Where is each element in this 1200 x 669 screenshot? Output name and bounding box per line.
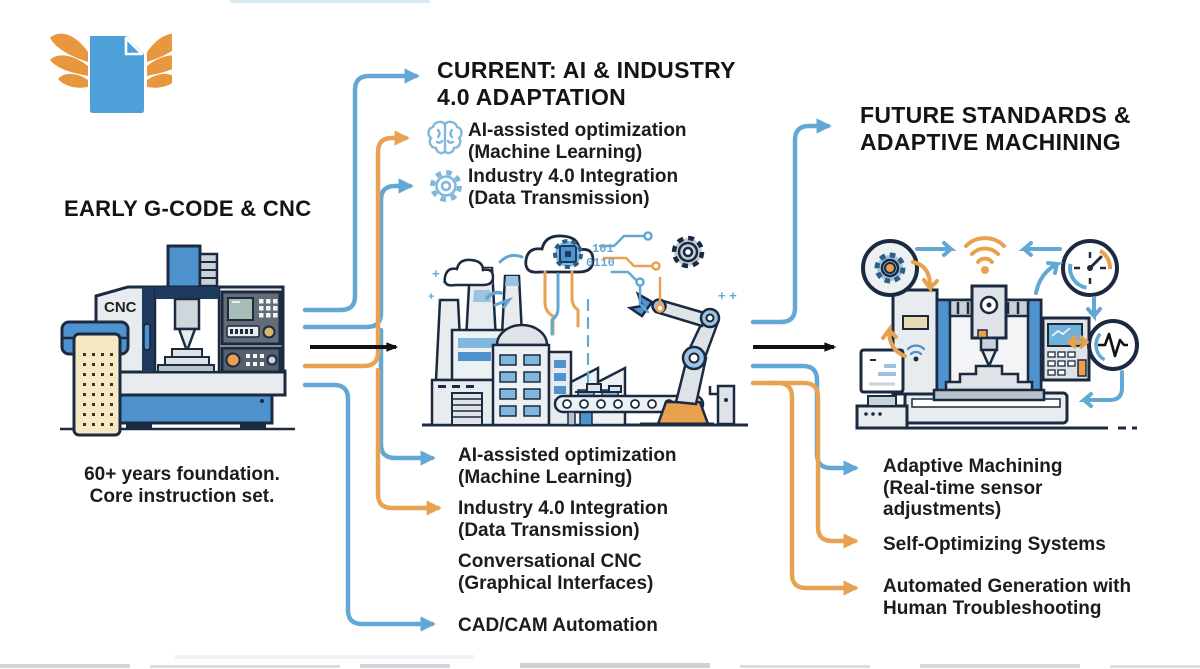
circuit-traces [543, 231, 665, 384]
machine-pedestal [118, 393, 274, 425]
wifi-dot [981, 266, 989, 274]
caption-line: 60+ years foundation. [84, 464, 280, 485]
arrow-to-automated-generation [750, 380, 859, 596]
cnc-label: CNC [104, 299, 137, 316]
top-edge-artifact [230, 0, 430, 3]
current-bottom-item-3: Conversational CNC (Graphical Interfaces… [458, 551, 653, 594]
svg-text:+ +: + + [718, 288, 737, 303]
smart-factory-illustration: + + . [422, 231, 748, 427]
document-icon [90, 36, 144, 113]
brain-icon [427, 120, 463, 155]
item-line: CAD/CAM Automation [458, 615, 658, 636]
robot-arm [626, 291, 736, 426]
arrow-early-to-current-heading [302, 68, 420, 313]
spindle-tower [166, 244, 202, 292]
gear-icon [430, 170, 462, 202]
current-top-item-1: AI-assisted optimization (Machine Learni… [468, 120, 687, 163]
item-line: Adaptive Machining [883, 456, 1063, 477]
arrow-to-future-heading [750, 118, 832, 325]
arrow-to-cadcam [302, 382, 436, 632]
future-item-1: Adaptive Machining (Real-time sensor adj… [883, 456, 1062, 521]
punched-tape [60, 320, 130, 437]
caption-line: Core instruction set. [89, 485, 275, 507]
control-panel [220, 290, 282, 374]
item-line: (Real-time sensor [883, 477, 1043, 499]
future-heading: FUTURE STANDARDS & ADAPTIVE MACHINING [860, 102, 1131, 156]
item-line: (Machine Learning) [458, 466, 633, 488]
future-item-3: Automated Generation with Human Troubles… [883, 576, 1131, 619]
future-heading-line2: ADAPTIVE MACHINING [860, 129, 1121, 155]
early-caption: 60+ years foundation. Core instruction s… [58, 464, 306, 507]
cloud-gear-icon [524, 234, 595, 274]
workpiece [944, 364, 1034, 392]
wing-left [50, 33, 88, 88]
gear-badge-icon [861, 239, 919, 297]
adaptive-machining-illustration [855, 236, 1139, 430]
arrow-to-industry40-top [302, 178, 414, 330]
spindle [173, 297, 201, 331]
dome [495, 323, 549, 347]
gauge-icon [1061, 239, 1119, 297]
wing-right [147, 33, 172, 88]
wifi-icon [906, 344, 926, 356]
cnc-machine-illustration: CNC [60, 244, 295, 437]
svg-text:+ .: + . [428, 291, 441, 303]
current-bottom-item-4: CAD/CAM Automation [458, 615, 658, 637]
cloud-icon [443, 258, 495, 287]
item-line: Conversational CNC [458, 551, 642, 572]
item-line: Self-Optimizing Systems [883, 534, 1106, 555]
current-bottom-item-2: Industry 4.0 Integration (Data Transmiss… [458, 498, 668, 541]
wifi-signal-icon [964, 236, 1006, 264]
item-line: Industry 4.0 Integration [468, 166, 679, 187]
binary-text: 0110 [586, 256, 615, 270]
workpiece [164, 348, 210, 366]
flow-arrows [881, 241, 1124, 408]
current-heading-line1: CURRENT: AI & INDUSTRY [437, 57, 736, 83]
machine-base [110, 369, 287, 397]
arrow-to-adaptive-machining [750, 363, 859, 476]
item-line: Human Troubleshooting [883, 597, 1102, 619]
item-line: (Data Transmission) [458, 519, 640, 541]
computer-terminal [855, 348, 909, 430]
gear-icon [671, 235, 705, 269]
item-line: (Graphical Interfaces) [458, 572, 654, 594]
current-bottom-item-1: AI-assisted optimization (Machine Learni… [458, 445, 677, 488]
item-line: AI-assisted optimization [458, 445, 677, 466]
arrow-to-ai-optimization-top [302, 130, 410, 369]
item-line: adjustments) [883, 499, 1002, 520]
item-line: Industry 4.0 Integration [458, 498, 669, 519]
item-line: Automated Generation with [883, 576, 1132, 597]
item-line: (Data Transmission) [468, 187, 650, 209]
binary-text: 101 [592, 242, 614, 256]
svg-text:+: + [432, 266, 440, 281]
item-line: (Machine Learning) [468, 141, 643, 163]
current-heading: CURRENT: AI & INDUSTRY 4.0 ADAPTATION [437, 57, 736, 111]
item-line: AI-assisted optimization [468, 120, 687, 141]
cnc-future-machine [891, 284, 1091, 425]
winged-document-logo [50, 33, 172, 113]
pulse-icon [1087, 319, 1139, 371]
current-top-item-2: Industry 4.0 Integration (Data Transmiss… [468, 166, 678, 209]
bottom-edge-artifact [0, 655, 1200, 668]
early-heading: EARLY G-CODE & CNC [64, 196, 312, 221]
arrow-to-self-optimizing [765, 380, 859, 549]
future-item-2: Self-Optimizing Systems [883, 534, 1106, 556]
current-heading-line2: 4.0 ADAPTATION [437, 84, 627, 110]
future-heading-line1: FUTURE STANDARDS & [860, 102, 1131, 128]
